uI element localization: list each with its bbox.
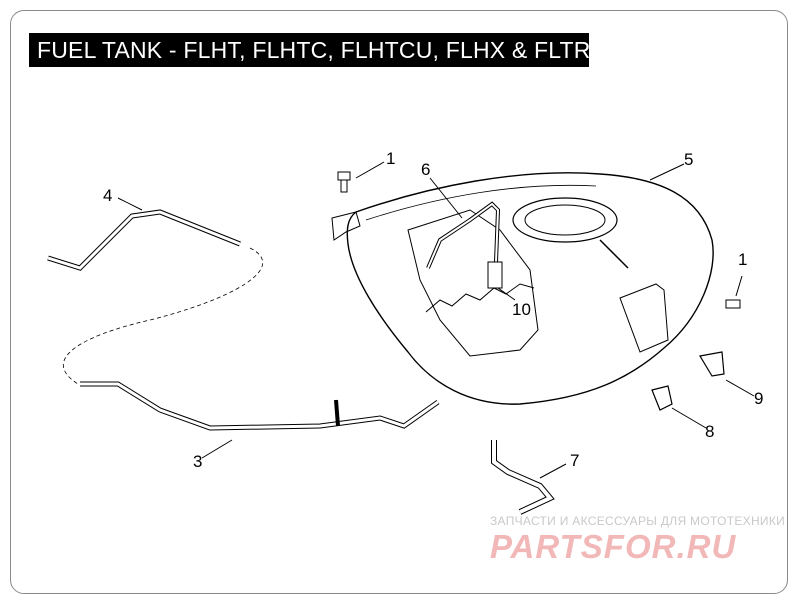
callout-7: 7 <box>570 451 580 470</box>
leader-9 <box>725 379 755 397</box>
leader-1a <box>355 161 385 179</box>
leader-8 <box>671 407 707 429</box>
fuel-line-7-inner <box>492 440 554 514</box>
callout-10: 10 <box>512 300 531 319</box>
tank-cutaway <box>407 209 539 357</box>
left-mount-bracket <box>331 211 361 241</box>
callout-8: 8 <box>705 422 715 441</box>
crossover-tube-inner <box>427 202 500 269</box>
dashed-connection <box>63 247 264 385</box>
callout-1-right: 1 <box>738 250 748 269</box>
callout-3: 3 <box>193 452 203 471</box>
fuel-pump-ring-inner <box>524 204 606 236</box>
leader-6 <box>429 177 463 219</box>
vent-tube-3-inner <box>80 382 439 430</box>
watermark-logo: PARTSFOR.RU <box>490 528 737 565</box>
pump-bracket <box>599 239 629 269</box>
bolt-left-shank <box>340 179 348 193</box>
leader-5 <box>649 163 685 181</box>
pad-8 <box>651 385 673 411</box>
bolt-right <box>725 299 741 309</box>
clip-9 <box>699 351 725 377</box>
crossover-tube <box>426 201 501 269</box>
diagram-title: FUEL TANK - FLHT, FLHTC, FLHTCU, FLHX & … <box>29 33 589 67</box>
fuel-pump-ring <box>512 197 618 243</box>
fitting-10 <box>487 261 503 289</box>
cutaway-break-line <box>425 283 535 313</box>
leader-10 <box>497 287 516 301</box>
callout-1-left: 1 <box>386 149 396 168</box>
vent-tube-3 <box>80 381 440 431</box>
callout-9: 9 <box>754 389 764 408</box>
tube-3-stub <box>334 399 340 427</box>
vent-tube-4-inner <box>47 210 241 270</box>
tank-inner-edge <box>365 184 597 221</box>
watermark-tagline: ЗАПЧАСТИ И АКСЕССУАРЫ ДЛЯ МОТОТЕХНИКИ <box>490 514 786 528</box>
rear-bracket <box>619 283 669 353</box>
callout-6: 6 <box>421 160 431 179</box>
diagram-frame <box>10 10 788 594</box>
bolt-left-head <box>337 171 351 181</box>
callout-5: 5 <box>684 150 694 169</box>
fuel-tank-body <box>346 172 714 405</box>
leader-7 <box>539 463 567 479</box>
leader-4 <box>117 197 143 211</box>
leader-3 <box>201 439 233 459</box>
callout-4: 4 <box>103 186 113 205</box>
leader-1b <box>735 275 743 297</box>
vent-tube-4 <box>47 209 241 271</box>
